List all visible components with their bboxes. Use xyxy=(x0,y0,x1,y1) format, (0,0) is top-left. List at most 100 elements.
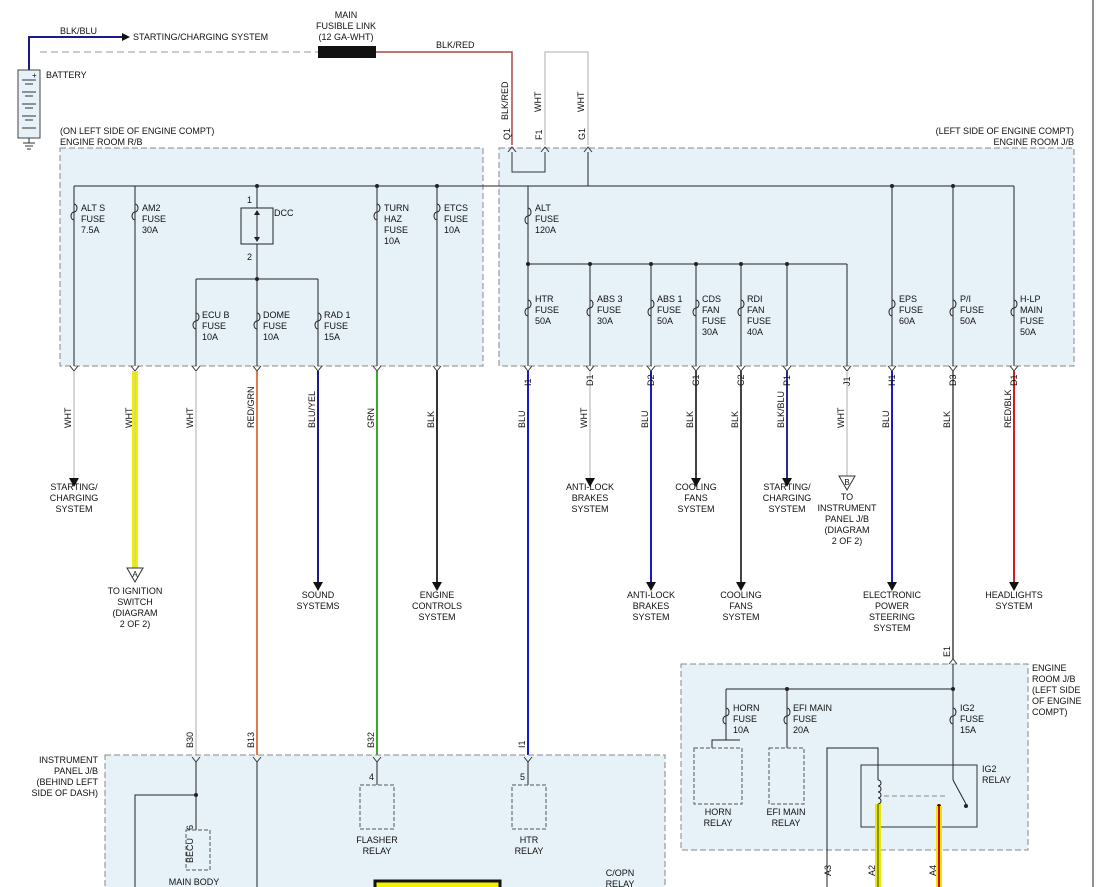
horn-relay-icon xyxy=(693,747,743,805)
wire-color-label: RED/GRN xyxy=(246,386,256,428)
wire-color-label: WHT xyxy=(185,407,195,428)
arrow-icon xyxy=(691,478,701,487)
svg-text:6: 6 xyxy=(185,825,195,830)
svg-text:30A: 30A xyxy=(702,327,718,337)
box-title: ENGINE ROOM J/B xyxy=(993,137,1074,147)
engine-room-jb-box: (LEFT SIDE OF ENGINE COMPT) ENGINE ROOM … xyxy=(483,126,1075,367)
svg-text:FUSE: FUSE xyxy=(597,305,621,315)
pin-label: D3 xyxy=(948,374,958,386)
svg-text:RELAY: RELAY xyxy=(704,818,733,828)
box-note: (LEFT SIDE OF ENGINE COMPT) xyxy=(936,126,1074,136)
svg-text:MAIN: MAIN xyxy=(1020,305,1043,315)
wire-label: BLK/RED xyxy=(436,40,475,50)
destination-label: SYSTEMS xyxy=(296,601,339,611)
connector-icon xyxy=(887,365,897,372)
svg-text:5: 5 xyxy=(520,772,525,782)
pin-label: D1 xyxy=(585,374,595,386)
destination-label: BRAKES xyxy=(633,601,670,611)
arrow-icon xyxy=(585,478,595,487)
pin-label: C1 xyxy=(691,374,701,386)
svg-text:AM2: AM2 xyxy=(142,203,161,213)
svg-text:EPS: EPS xyxy=(899,294,917,304)
htr-relay-icon xyxy=(511,784,547,830)
svg-text:60A: 60A xyxy=(899,316,915,326)
connector-marker-icon xyxy=(838,475,856,492)
destination-label: SYSTEM xyxy=(55,504,92,514)
destination-label: SYSTEM xyxy=(632,612,669,622)
svg-text:FUSE: FUSE xyxy=(202,321,226,331)
destination-label: PANEL J/B xyxy=(825,514,869,524)
svg-text:H-LP: H-LP xyxy=(1020,294,1041,304)
wire-color-label: WHT xyxy=(579,407,589,428)
svg-text:DOME: DOME xyxy=(263,310,290,320)
svg-text:FUSE: FUSE xyxy=(899,305,923,315)
svg-text:50A: 50A xyxy=(657,316,673,326)
svg-text:C/OPN: C/OPN xyxy=(606,868,635,878)
destination-label: STARTING/ xyxy=(50,482,98,492)
destination-label: SOUND xyxy=(302,590,335,600)
svg-text:15A: 15A xyxy=(324,332,340,342)
destination-label: 2 OF 2) xyxy=(832,536,863,546)
svg-text:30A: 30A xyxy=(597,316,613,326)
wire-color-label: WHT xyxy=(836,407,846,428)
svg-text:A3: A3 xyxy=(823,865,833,876)
svg-text:FUSE: FUSE xyxy=(142,214,166,224)
arrow-icon xyxy=(736,582,746,591)
highlight-box xyxy=(373,879,502,887)
destination-label: ANTI-LOCK xyxy=(566,482,614,492)
connector-icon xyxy=(1009,365,1019,372)
efi-main-relay-icon xyxy=(768,747,805,805)
marker-label: B xyxy=(844,478,849,487)
destination-label: STARTING/ xyxy=(763,482,811,492)
destination-label: ANTI-LOCK xyxy=(627,590,675,600)
svg-text:RELAY: RELAY xyxy=(772,818,801,828)
connector-icon xyxy=(691,365,701,372)
svg-text:FUSE: FUSE xyxy=(733,714,757,724)
destination-label: (DIAGRAM xyxy=(825,525,870,535)
pin-label: E1 xyxy=(942,646,952,657)
destination-label: SYSTEM xyxy=(768,504,805,514)
svg-text:ENGINE: ENGINE xyxy=(1032,663,1067,673)
svg-text:ALT: ALT xyxy=(535,203,551,213)
svg-text:10A: 10A xyxy=(263,332,279,342)
destination-label: SWITCH xyxy=(117,597,153,607)
destination-label: HEADLIGHTS xyxy=(985,590,1043,600)
connector-icon xyxy=(523,365,533,372)
battery-section: BLK/BLU STARTING/CHARGING SYSTEM + BATTE… xyxy=(17,10,589,150)
svg-text:7.5A: 7.5A xyxy=(81,225,100,235)
wire-color-label: WHT xyxy=(576,91,586,112)
fusible-link-icon xyxy=(318,46,376,58)
wire-color-label: WHT xyxy=(533,91,543,112)
pin-label: 1 xyxy=(247,195,252,205)
pin-label: D1 xyxy=(1009,374,1019,386)
becu-icon xyxy=(185,829,211,871)
svg-text:RELAY: RELAY xyxy=(606,879,635,887)
svg-text:IG2: IG2 xyxy=(982,764,997,774)
svg-text:I1: I1 xyxy=(517,740,527,748)
svg-text:10A: 10A xyxy=(733,725,749,735)
svg-text:HTR: HTR xyxy=(535,294,554,304)
destination-label: TO IGNITION xyxy=(108,586,163,596)
blk-red-wire xyxy=(376,51,513,145)
blk-blu-wire xyxy=(28,36,122,70)
connector-icon xyxy=(782,365,792,372)
connector-icon xyxy=(736,365,746,372)
svg-text:EFI MAIN: EFI MAIN xyxy=(793,703,832,713)
wire-color-label: WHT xyxy=(63,407,73,428)
pin-label: G1 xyxy=(577,128,587,140)
wht-feed-wire xyxy=(544,51,589,145)
ig2-relay-icon xyxy=(860,764,978,828)
svg-text:B30: B30 xyxy=(185,732,195,748)
svg-text:(LEFT SIDE: (LEFT SIDE xyxy=(1032,685,1080,695)
svg-text:FUSE: FUSE xyxy=(444,214,468,224)
svg-text:SIDE OF DASH): SIDE OF DASH) xyxy=(31,788,98,798)
svg-text:(BEHIND LEFT: (BEHIND LEFT xyxy=(36,777,98,787)
destination-label: SYSTEM xyxy=(722,612,759,622)
svg-text:FUSE: FUSE xyxy=(1020,316,1044,326)
destination-label: CHARGING xyxy=(50,493,99,503)
wire-color-label: GRN xyxy=(366,408,376,428)
svg-text:FUSE: FUSE xyxy=(263,321,287,331)
wire-color-label: RED/BLK xyxy=(1003,389,1013,428)
svg-text:4: 4 xyxy=(369,772,374,782)
